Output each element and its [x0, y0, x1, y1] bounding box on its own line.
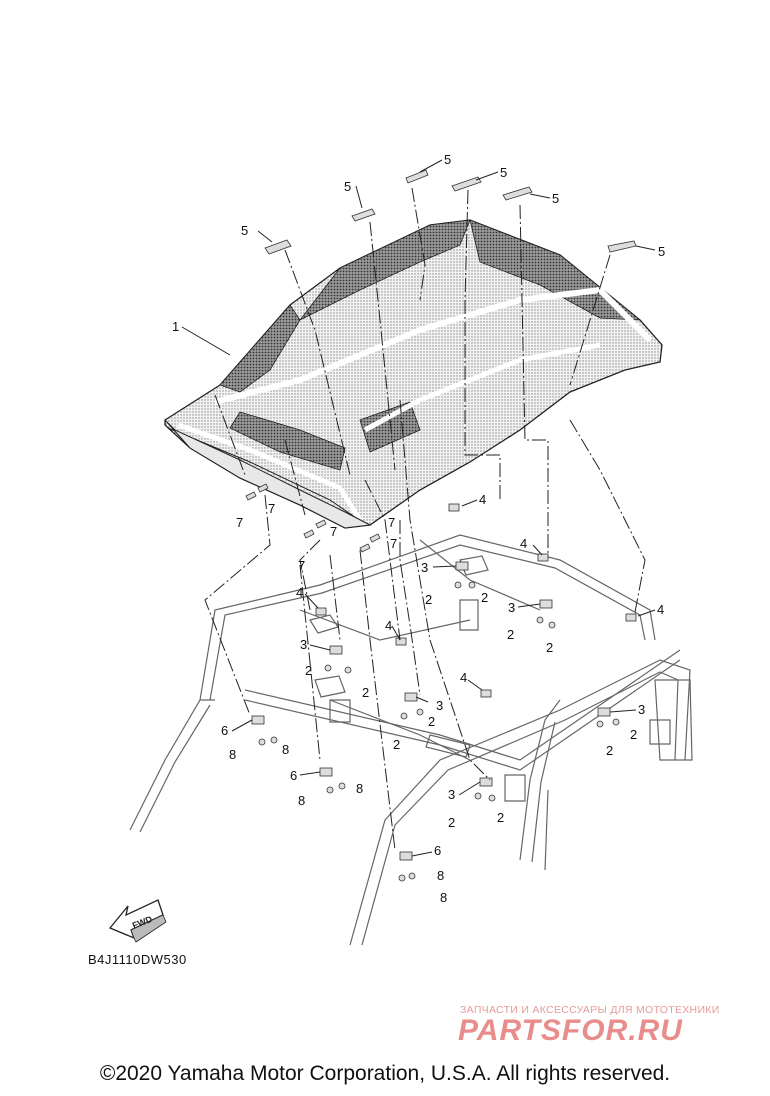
callout-3: 3 [638, 702, 645, 717]
callout-7: 7 [388, 515, 395, 530]
callout-5: 5 [444, 152, 451, 167]
callout-3: 3 [436, 698, 443, 713]
hardware-parts [245, 483, 637, 882]
callout-leaders [181, 159, 656, 857]
decal-1 [264, 239, 292, 255]
decal-4 [451, 176, 482, 192]
callout-3: 3 [448, 787, 455, 802]
fwd-arrow: FWD [108, 899, 167, 943]
callout-2: 2 [606, 743, 613, 758]
callout-4: 4 [385, 618, 392, 633]
callout-2: 2 [497, 810, 504, 825]
callout-2: 2 [428, 714, 435, 729]
decal-6 [607, 240, 637, 253]
callout-2: 2 [305, 663, 312, 678]
callout-4: 4 [657, 602, 664, 617]
callout-7: 7 [268, 501, 275, 516]
decal-5 [502, 186, 533, 201]
callout-7: 7 [390, 536, 397, 551]
callout-7: 7 [236, 515, 243, 530]
decal-parts [264, 169, 637, 255]
assembly-lines [204, 187, 646, 851]
roof-panel [164, 219, 663, 529]
callout-2: 2 [393, 737, 400, 752]
callout-8: 8 [229, 747, 236, 762]
callout-5: 5 [344, 179, 351, 194]
callout-2: 2 [630, 727, 637, 742]
callout-5: 5 [500, 165, 507, 180]
callout-6: 6 [221, 723, 228, 738]
watermark-logo: PARTSFOR.RU [458, 1014, 683, 1047]
decal-2 [351, 208, 376, 222]
callout-4: 4 [460, 670, 467, 685]
callout-4: 4 [296, 585, 303, 600]
callout-3: 3 [421, 560, 428, 575]
roll-cage-frame [129, 534, 693, 946]
callout-3: 3 [508, 600, 515, 615]
callout-5: 5 [658, 244, 665, 259]
callout-2: 2 [425, 592, 432, 607]
callout-3: 3 [300, 637, 307, 652]
callout-7: 7 [298, 558, 305, 573]
callout-6: 6 [434, 843, 441, 858]
callout-8: 8 [298, 793, 305, 808]
callout-4: 4 [520, 536, 527, 551]
callout-2: 2 [546, 640, 553, 655]
callout-8: 8 [356, 781, 363, 796]
callout-8: 8 [282, 742, 289, 757]
callout-2: 2 [362, 685, 369, 700]
callout-8: 8 [440, 890, 447, 905]
copyright-notice: ©2020 Yamaha Motor Corporation, U.S.A. A… [99, 1062, 671, 1085]
callout-numbers: 1 5 5 5 5 5 5 4 4 4 4 4 4 3 3 3 3 3 3 2 … [172, 152, 665, 905]
decal-3 [405, 169, 429, 184]
watermark-tagline: ЗАПЧАСТИ И АКСЕССУАРЫ ДЛЯ МОТОТЕХНИКИ [460, 1004, 720, 1016]
callout-7: 7 [330, 524, 337, 539]
callout-4: 4 [479, 492, 486, 507]
callout-5: 5 [241, 223, 248, 238]
diagram-code: B4J1110DW530 [88, 952, 187, 967]
callout-2: 2 [448, 815, 455, 830]
callout-5: 5 [552, 191, 559, 206]
callout-8: 8 [437, 868, 444, 883]
callout-1: 1 [172, 319, 179, 334]
callout-2: 2 [481, 590, 488, 605]
callout-6: 6 [290, 768, 297, 783]
callout-2: 2 [507, 627, 514, 642]
